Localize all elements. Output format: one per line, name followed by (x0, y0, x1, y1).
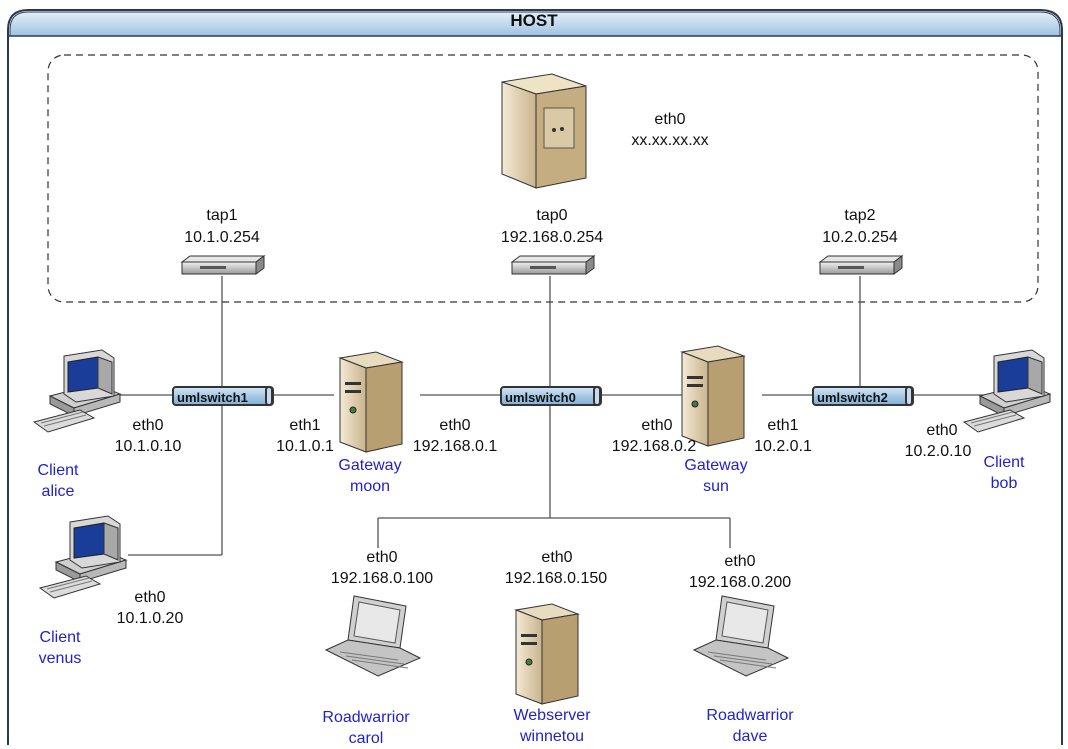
sun-name-line2: sun (703, 478, 729, 495)
alice-iface: eth0 (132, 417, 164, 434)
alice-name-line2: alice (41, 483, 75, 500)
tap1-name: tap1 (206, 207, 238, 224)
carol-iface: eth0 (366, 549, 398, 566)
frame-title: HOST (510, 11, 558, 30)
umlswitch0-label: umlswitch0 (505, 390, 576, 405)
umlswitch1-label: umlswitch1 (177, 390, 248, 405)
laptop-dave-icon (693, 595, 789, 677)
venus-name-line2: venus (38, 650, 82, 667)
tap1-device-icon (181, 255, 265, 275)
carol-name-line1: Roadwarrior (322, 709, 410, 726)
dave-name-line2: dave (732, 728, 768, 745)
dave-iface: eth0 (724, 553, 756, 570)
sun-right-iface: eth1 (767, 417, 799, 434)
moon-name-line2: moon (349, 478, 391, 495)
alice-name-line1: Client (37, 462, 79, 479)
umlswitch2-badge: umlswitch2 (812, 386, 914, 406)
tap2-name: tap2 (844, 207, 876, 224)
moon-left-iface: eth1 (289, 417, 321, 434)
client-bob-icon (963, 349, 1051, 433)
moon-left-ip: 10.1.0.1 (276, 438, 334, 455)
carol-ip: 192.168.0.100 (330, 570, 434, 587)
winnetou-name-line2: winnetou (519, 728, 585, 745)
winnetou-name-line1: Webserver (513, 707, 591, 724)
host-iface-label: eth0 (654, 111, 686, 128)
webserver-icon (515, 603, 579, 705)
alice-ip: 10.1.0.10 (114, 438, 182, 455)
bob-ip: 10.2.0.10 (904, 443, 972, 460)
tap2-device-icon (819, 255, 903, 275)
umlswitch1-badge: umlswitch1 (172, 386, 274, 406)
carol-name-line2: carol (348, 730, 384, 747)
dave-ip: 192.168.0.200 (688, 574, 792, 591)
client-venus-icon (39, 515, 127, 599)
sun-right-ip: 10.2.0.1 (754, 438, 812, 455)
venus-name-line1: Client (39, 629, 81, 646)
bob-name-line2: bob (990, 475, 1018, 492)
venus-iface: eth0 (134, 589, 166, 606)
tap0-name: tap0 (536, 207, 568, 224)
tap0-ip: 192.168.0.254 (500, 229, 604, 246)
moon-right-iface: eth0 (439, 417, 471, 434)
winnetou-iface: eth0 (541, 549, 573, 566)
winnetou-ip: 192.168.0.150 (504, 570, 608, 587)
laptop-carol-icon (325, 595, 421, 677)
venus-ip: 10.1.0.20 (116, 610, 184, 627)
host-server-icon (501, 73, 587, 189)
moon-right-ip: 192.168.0.1 (412, 438, 498, 455)
tap2-ip: 10.2.0.254 (822, 229, 898, 246)
tap0-device-icon (511, 255, 595, 275)
tap1-ip: 10.1.0.254 (184, 229, 260, 246)
umlswitch2-label: umlswitch2 (817, 390, 888, 405)
bob-name-line1: Client (983, 454, 1025, 471)
bob-iface: eth0 (926, 422, 958, 439)
client-alice-icon (33, 349, 121, 433)
sun-left-iface: eth0 (641, 417, 673, 434)
gateway-moon-icon (339, 351, 403, 453)
sun-left-ip: 192.168.0.2 (611, 438, 697, 455)
umlswitch0-badge: umlswitch0 (500, 386, 602, 406)
dave-name-line1: Roadwarrior (706, 707, 794, 724)
host-ip-label: xx.xx.xx.xx (631, 132, 709, 149)
sun-name-line1: Gateway (684, 457, 748, 474)
moon-name-line1: Gateway (338, 457, 402, 474)
